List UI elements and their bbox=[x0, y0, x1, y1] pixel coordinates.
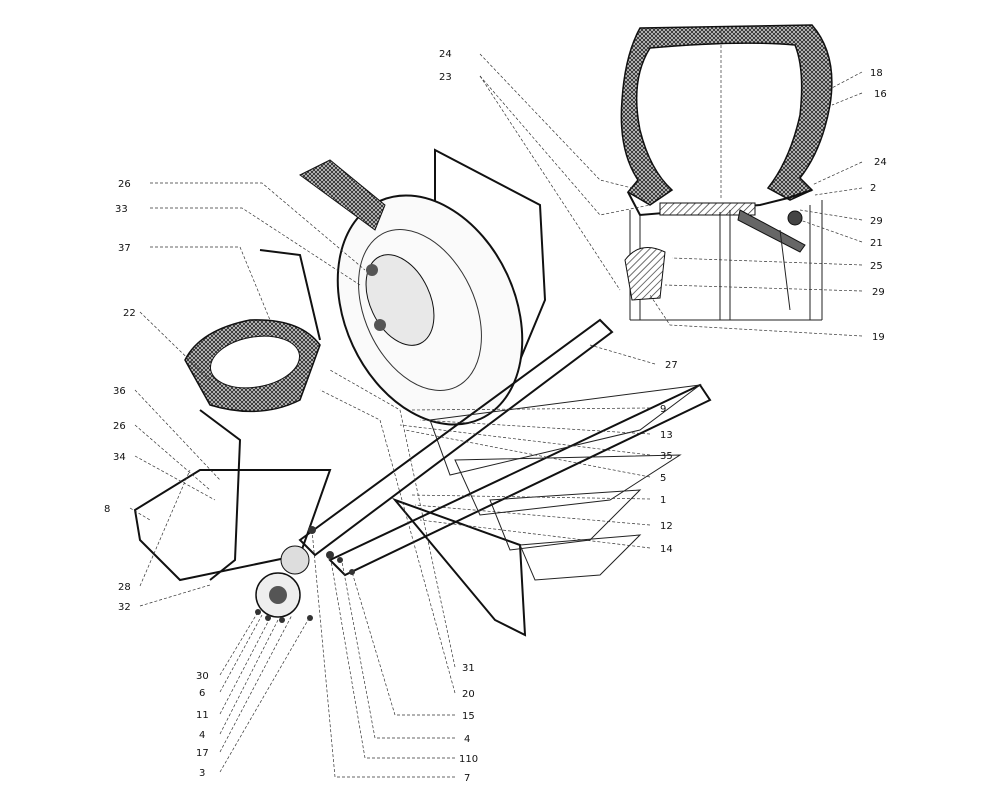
callout-labels: 24 23 18 16 24 2 29 21 25 29 19 26 33 37… bbox=[104, 49, 887, 784]
drum-inner bbox=[358, 229, 482, 391]
callout-16: 16 bbox=[874, 89, 887, 100]
callout-2: 2 bbox=[870, 183, 876, 194]
tread-block bbox=[299, 159, 386, 231]
callout-24: 24 bbox=[439, 49, 452, 60]
hub-bolt bbox=[366, 264, 378, 276]
callout-1: 1 bbox=[660, 495, 666, 506]
callout-19: 19 bbox=[872, 332, 885, 343]
callout-8: 8 bbox=[104, 504, 110, 515]
leader-lines bbox=[129, 53, 863, 778]
main-assembly bbox=[133, 148, 712, 637]
callout-18: 18 bbox=[870, 68, 883, 79]
callout-21: 21 bbox=[870, 238, 883, 249]
rim-profile bbox=[627, 189, 813, 217]
callout-20: 20 bbox=[462, 689, 475, 700]
rim-band bbox=[659, 202, 756, 216]
callout-15: 15 bbox=[462, 711, 475, 722]
callout-3: 3 bbox=[199, 768, 205, 779]
tire-casing bbox=[620, 24, 833, 206]
frame-arm bbox=[259, 249, 321, 341]
frame-post bbox=[199, 409, 242, 581]
callout-13: 13 bbox=[660, 430, 673, 441]
callout-22: 22 bbox=[123, 308, 136, 319]
tire-section bbox=[620, 24, 833, 321]
callout-7: 7 bbox=[464, 773, 470, 784]
callout-26: 26 bbox=[113, 421, 126, 432]
callout-31: 31 bbox=[462, 663, 475, 674]
callout-33: 33 bbox=[115, 204, 128, 215]
callout-25: 25 bbox=[870, 261, 883, 272]
bracket-lower bbox=[391, 497, 527, 637]
beam-middle bbox=[328, 383, 712, 577]
callout-14: 14 bbox=[660, 544, 673, 555]
callout-6: 6 bbox=[199, 688, 205, 699]
callout-29: 29 bbox=[870, 216, 883, 227]
callout-36: 36 bbox=[113, 386, 126, 397]
callout-34: 34 bbox=[113, 452, 126, 463]
callout-26: 26 bbox=[118, 179, 131, 190]
valve-nut bbox=[787, 210, 803, 226]
callout-32: 32 bbox=[118, 602, 131, 613]
lower-hub-center bbox=[269, 586, 287, 604]
callout-24: 24 bbox=[874, 157, 887, 168]
eccentric bbox=[280, 545, 310, 575]
callout-4: 4 bbox=[199, 730, 205, 741]
callout-17: 17 bbox=[196, 748, 209, 759]
callout-12: 12 bbox=[660, 521, 673, 532]
callout-5: 5 bbox=[660, 473, 666, 484]
callout-23: 23 bbox=[439, 72, 452, 83]
callout-4: 4 bbox=[464, 734, 470, 745]
beam-upper bbox=[298, 318, 614, 557]
tilted-tire-bore bbox=[209, 335, 301, 389]
valve-stem bbox=[737, 209, 806, 253]
callout-29: 29 bbox=[872, 287, 885, 298]
callout-30: 30 bbox=[196, 671, 209, 682]
hub-bolt bbox=[374, 319, 386, 331]
callout-27: 27 bbox=[665, 360, 678, 371]
callout-35: 35 bbox=[660, 451, 673, 462]
callout-110: 110 bbox=[459, 754, 478, 765]
lock-ring bbox=[624, 247, 666, 301]
callout-9: 9 bbox=[660, 404, 666, 415]
callout-28: 28 bbox=[118, 582, 131, 593]
callout-11: 11 bbox=[196, 710, 209, 721]
callout-37: 37 bbox=[118, 243, 131, 254]
